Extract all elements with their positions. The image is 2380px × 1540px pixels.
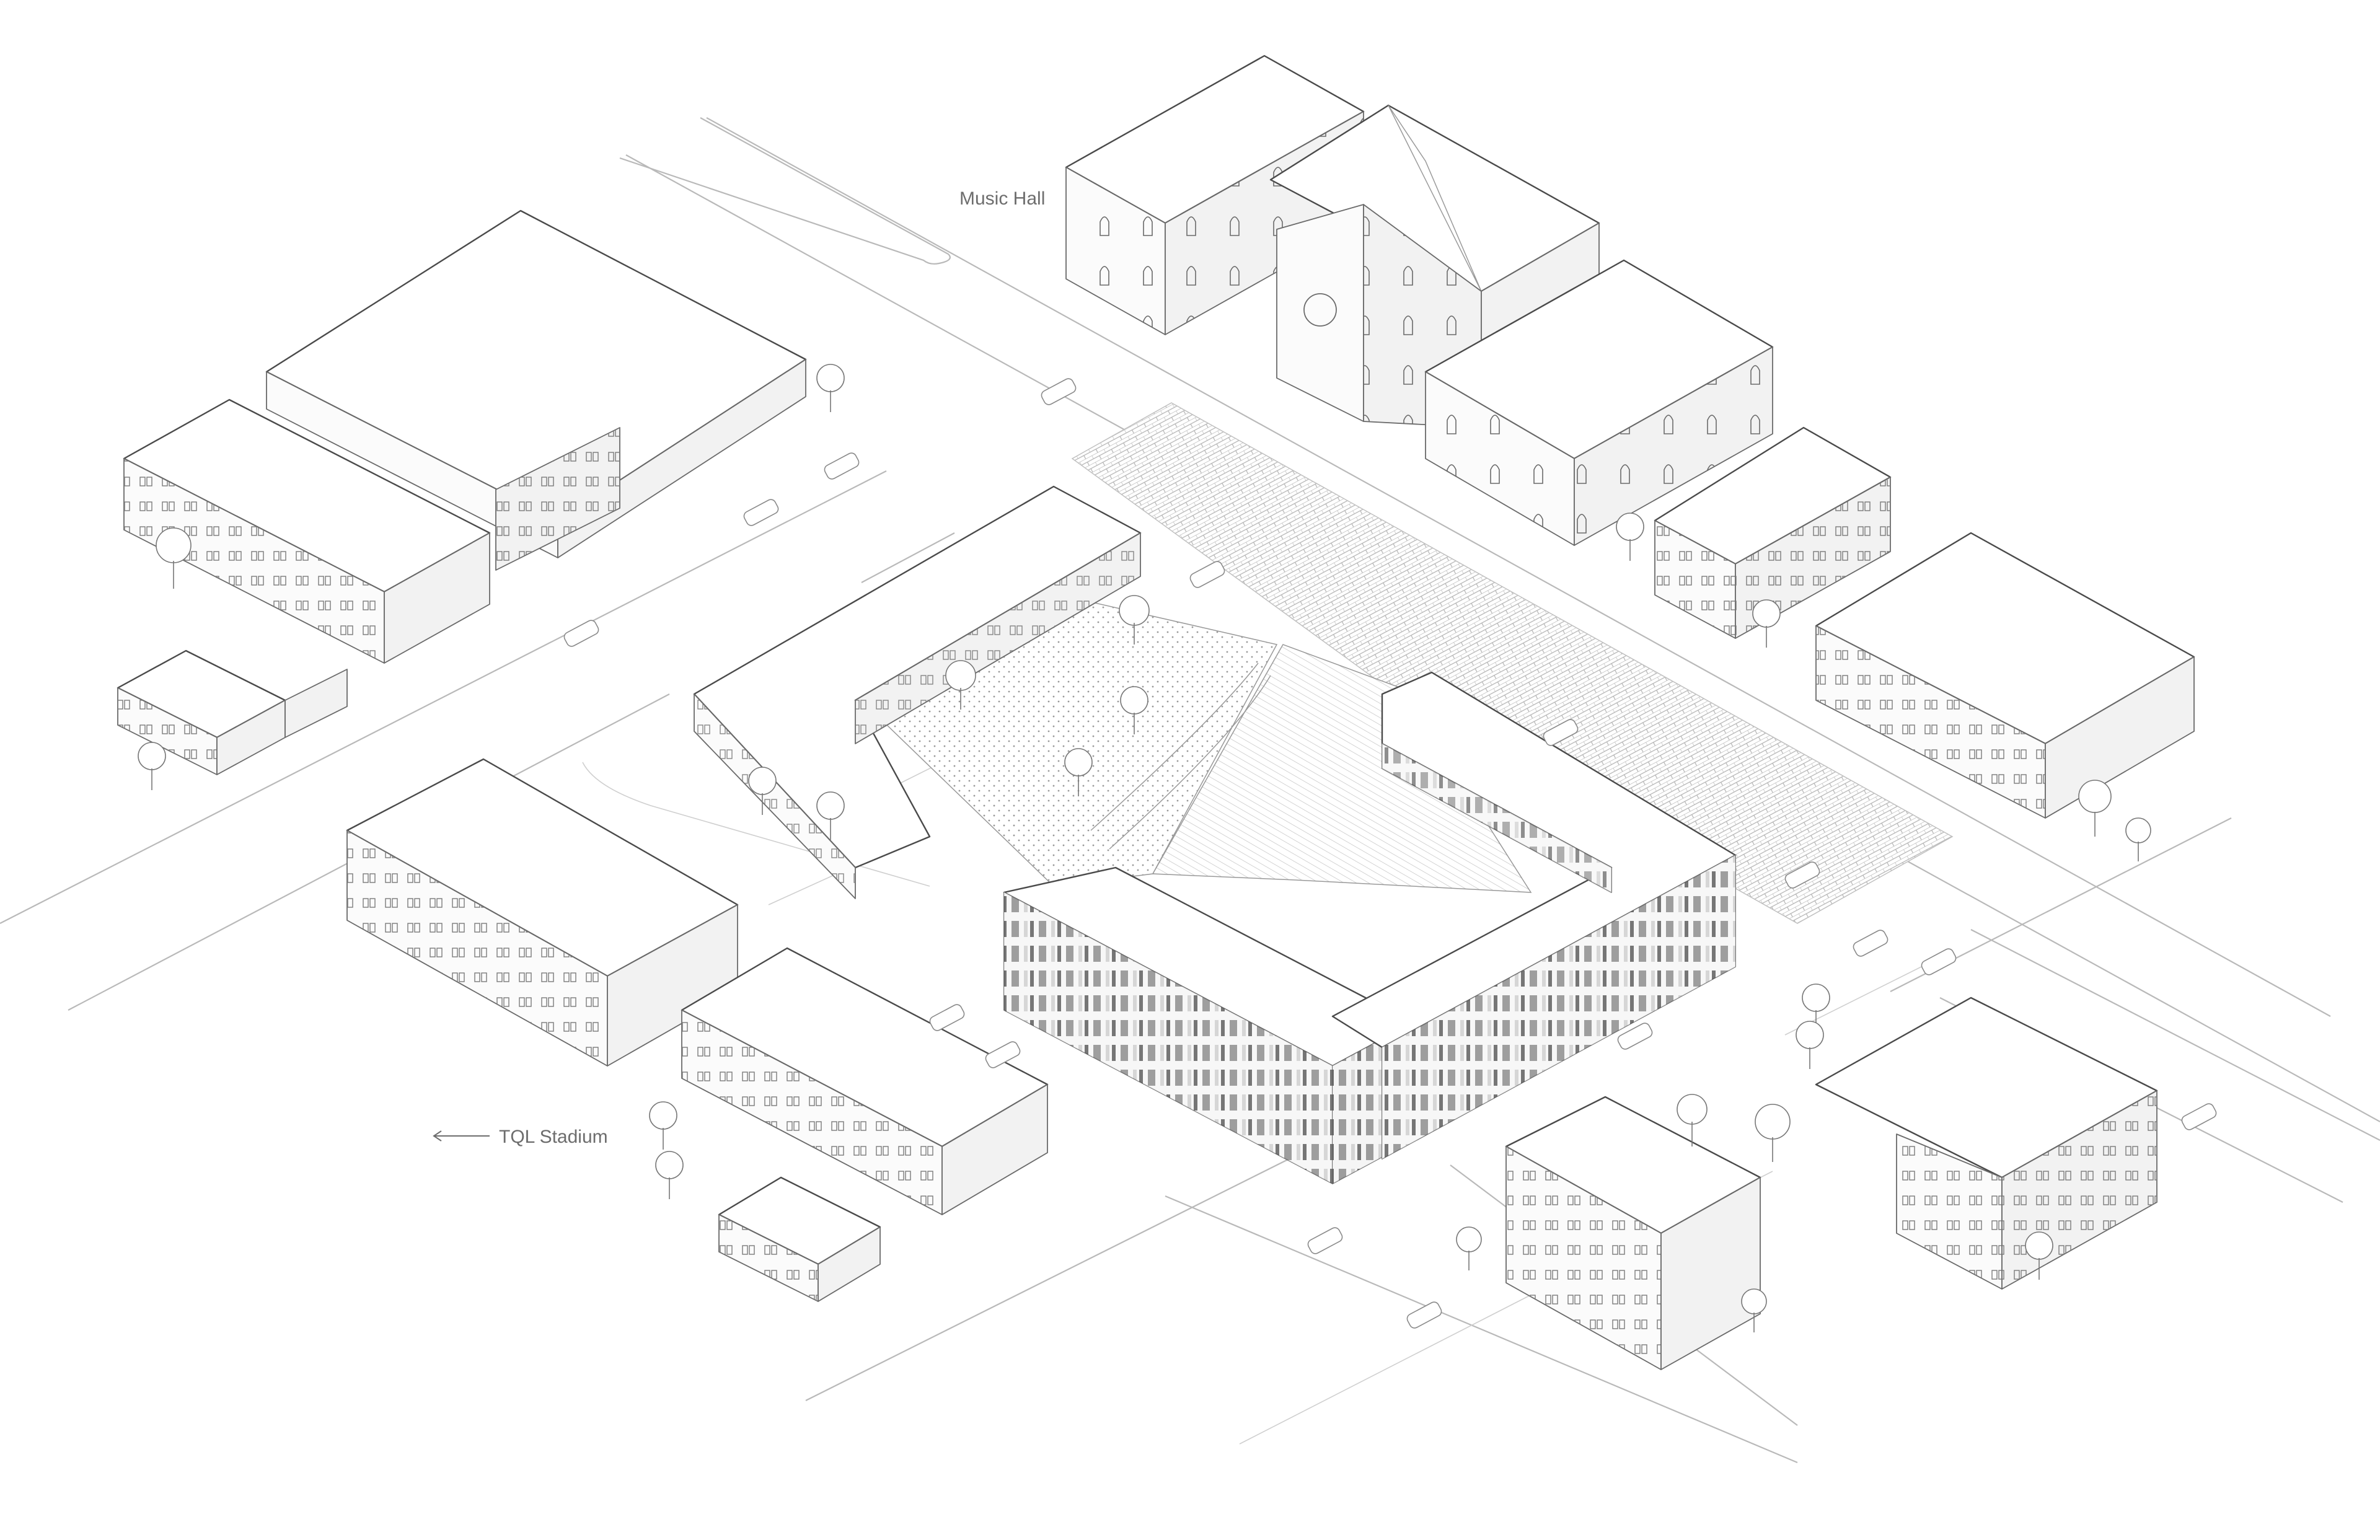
tree-icon <box>2078 780 2112 837</box>
music-hall-complex <box>1065 55 1774 546</box>
tree-icon <box>748 767 777 815</box>
tree-icon <box>655 1151 684 1199</box>
tree-icon <box>1752 599 1781 648</box>
paved-plaza <box>1071 402 1954 924</box>
tree-icon <box>1120 686 1148 734</box>
tql-stadium-label: TQL Stadium <box>499 1127 608 1147</box>
context-buildings <box>117 209 2195 1370</box>
tree-icon <box>1616 513 1644 561</box>
tree-icon <box>1119 595 1150 645</box>
car-icon <box>1406 1301 1442 1329</box>
car-icon <box>985 1041 1021 1068</box>
car-icon <box>563 620 599 647</box>
car-icon <box>824 452 860 480</box>
central-project-building <box>693 485 1737 1184</box>
trees <box>138 364 2151 1332</box>
car-icon <box>1784 861 1820 889</box>
annotations: Music Hall TQL Stadium <box>433 188 1045 1147</box>
car-icon <box>743 499 779 526</box>
tree-icon <box>138 742 166 790</box>
car-icon <box>1041 378 1077 405</box>
car-icon <box>929 1004 965 1031</box>
tree-icon <box>2025 1231 2053 1280</box>
tree-icon <box>1755 1104 1791 1162</box>
tree-icon <box>816 791 845 840</box>
tree-icon <box>1741 1288 1767 1332</box>
car-icon <box>1307 1227 1343 1254</box>
tree-icon <box>2125 817 2151 861</box>
tree-icon <box>1456 1226 1482 1270</box>
tree-icon <box>156 527 192 589</box>
car-icon <box>1189 561 1225 588</box>
car-icon <box>1543 719 1579 746</box>
tree-icon <box>945 660 976 710</box>
car-icon <box>1921 948 1957 975</box>
car-icon <box>1853 930 1889 957</box>
tree-icon <box>1796 1021 1824 1069</box>
music-hall-label: Music Hall <box>959 188 1045 209</box>
tql-arrow-head-icon <box>433 1130 442 1142</box>
vehicles <box>563 378 2217 1329</box>
tree-icon <box>816 364 845 412</box>
tree-icon <box>1064 748 1093 796</box>
tree-icon <box>1677 1094 1708 1146</box>
car-icon <box>1617 1023 1653 1050</box>
tree-icon <box>649 1101 677 1150</box>
car-icon <box>2181 1103 2217 1130</box>
